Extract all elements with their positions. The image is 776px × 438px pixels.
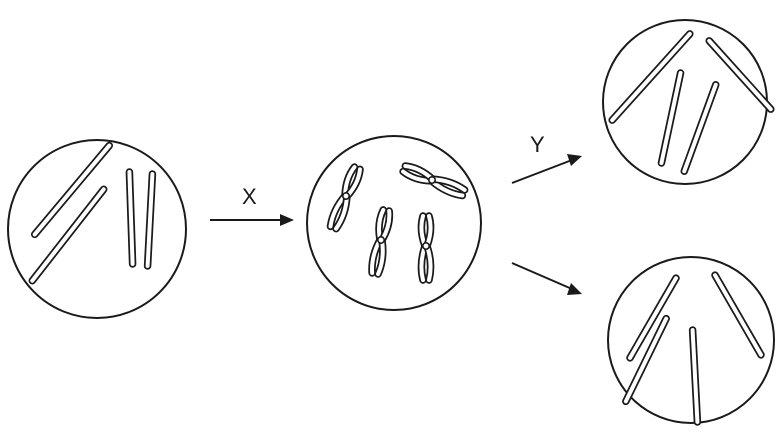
chromosome — [693, 330, 698, 422]
daughter-cell-upper — [602, 19, 771, 185]
arrow-y: Y — [511, 132, 582, 184]
chromosome — [148, 174, 153, 266]
arrow-x: X — [210, 184, 294, 226]
arrow-lower — [511, 262, 582, 295]
label-x: X — [242, 184, 257, 209]
replicated-cell — [306, 135, 482, 311]
chromosome — [129, 172, 132, 264]
daughter-cell-lower — [607, 256, 775, 423]
label-y: Y — [530, 132, 545, 157]
parent-cell — [7, 139, 187, 319]
